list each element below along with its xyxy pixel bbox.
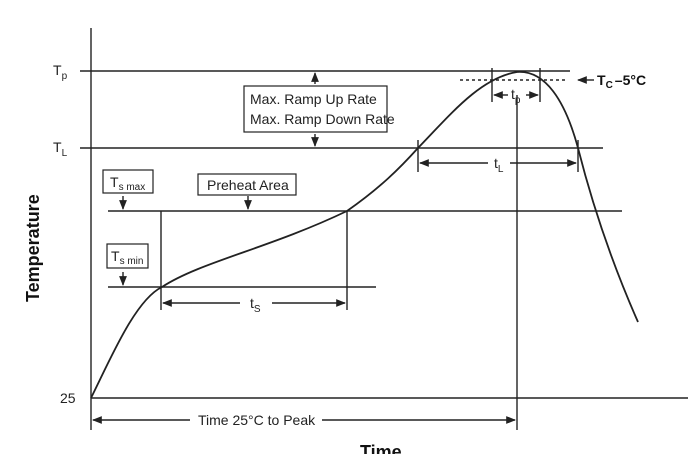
ramp-down-label: Max. Ramp Down Rate — [250, 111, 395, 127]
profile-curve — [90, 71, 639, 399]
tsmax-label: Ts max — [110, 174, 145, 193]
preheat-label: Preheat Area — [207, 177, 289, 193]
tsmax-box — [102, 169, 154, 194]
y-axis-title: Temperature — [23, 194, 43, 302]
peak-time-label: Time 25°C to Peak — [198, 412, 316, 428]
tp-dim-label: tp — [511, 86, 521, 106]
tp-axis-label: Tp — [53, 62, 68, 82]
tsmin-box — [106, 243, 149, 269]
x-axis-title: Time — [360, 442, 402, 454]
tl-axis-label: TL — [53, 139, 68, 159]
ramp-up-label: Max. Ramp Up Rate — [250, 91, 377, 107]
ramp-rate-box — [243, 85, 388, 133]
tc-label: TC–5°C — [597, 72, 646, 91]
tsmin-label: Ts min — [111, 248, 143, 267]
tl-dim-label: tL — [494, 155, 504, 175]
preheat-box — [197, 173, 297, 196]
t25-axis-label: 25 — [60, 390, 76, 406]
ts-label: tS — [250, 295, 261, 315]
